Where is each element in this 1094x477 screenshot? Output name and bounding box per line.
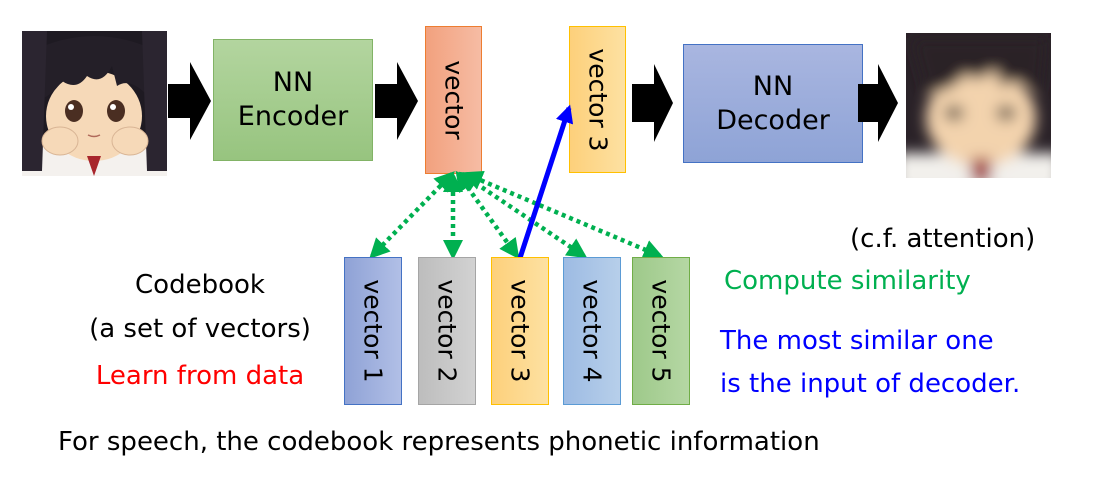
codebook-vector-label: vector 1 <box>358 279 388 383</box>
encoded-vector: vector <box>425 26 482 174</box>
similarity-arrow-3 <box>455 170 520 260</box>
codebook-vector-3: vector 3 <box>491 257 549 405</box>
decoder-line1: NN <box>752 70 794 102</box>
flow-arrow-icon <box>375 62 418 140</box>
selected-vector: vector 3 <box>569 26 626 173</box>
similarity-arrow-1 <box>369 171 455 259</box>
codebook-subtitle: (a set of vectors) <box>89 314 311 344</box>
similarity-arrow-5 <box>462 170 664 260</box>
nn-encoder-block: NN Encoder <box>213 39 373 161</box>
encoder-line1: NN <box>272 67 314 99</box>
codebook-title: Codebook <box>135 270 265 300</box>
input-image <box>22 31 167 176</box>
selection-arrow <box>517 104 574 259</box>
learn-from-data-note: Learn from data <box>95 361 305 391</box>
codebook-vector-2: vector 2 <box>418 257 476 405</box>
flow-arrow-icon <box>632 64 673 142</box>
cf-attention-note: (c.f. attention) <box>850 224 1036 254</box>
nn-decoder-block: NN Decoder <box>683 44 863 163</box>
codebook-vector-label: vector 2 <box>432 279 462 383</box>
decoder-line2: Decoder <box>716 104 830 136</box>
codebook-vector-1: vector 1 <box>344 257 402 405</box>
compute-similarity-note: Compute similarity <box>724 266 971 296</box>
output-image <box>906 33 1051 178</box>
flow-arrow-icon <box>168 62 211 140</box>
flow-arrow-icon <box>858 64 898 142</box>
codebook-vector-label: vector 5 <box>646 279 676 383</box>
codebook-vector-5: vector 5 <box>632 257 690 405</box>
footer-note: For speech, the codebook represents phon… <box>58 427 820 457</box>
encoder-line2: Encoder <box>237 101 349 132</box>
codebook-vector-label: vector 4 <box>577 279 607 383</box>
most-similar-line1: The most similar one <box>720 326 994 356</box>
codebook-vector-label: vector 3 <box>505 279 535 383</box>
most-similar-line2: is the input of decoder. <box>720 369 1021 399</box>
codebook-vector-4: vector 4 <box>563 257 621 405</box>
